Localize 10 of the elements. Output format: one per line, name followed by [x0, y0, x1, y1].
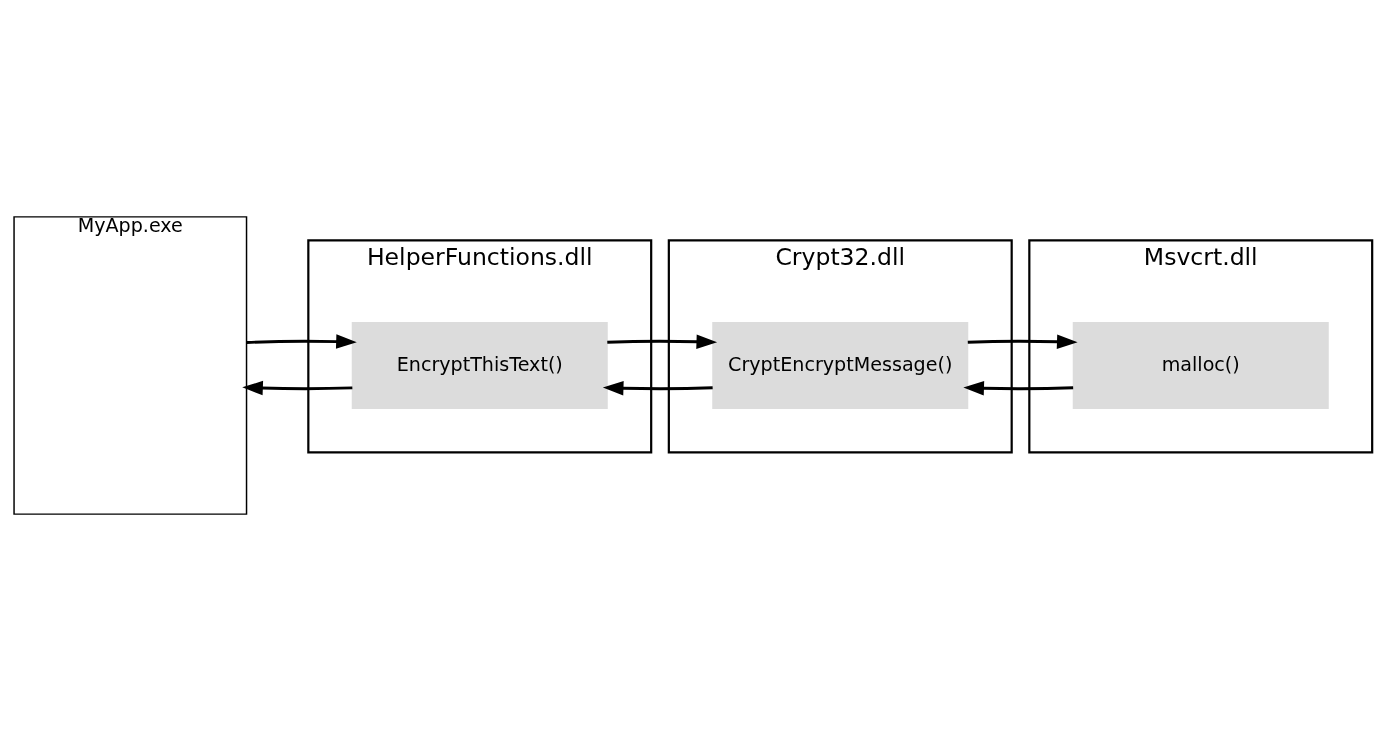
arrow — [602, 380, 713, 395]
arrow — [967, 333, 1078, 349]
node-box: EncryptThisText() — [351, 321, 608, 409]
node-box: MyApp.exe — [13, 215, 248, 515]
arrow — [963, 380, 1074, 395]
arrow — [242, 380, 353, 395]
node-box: malloc() — [1072, 321, 1329, 409]
node-box: CryptEncryptMessage() — [712, 321, 969, 409]
arrow — [246, 333, 357, 349]
arrow — [607, 333, 718, 349]
